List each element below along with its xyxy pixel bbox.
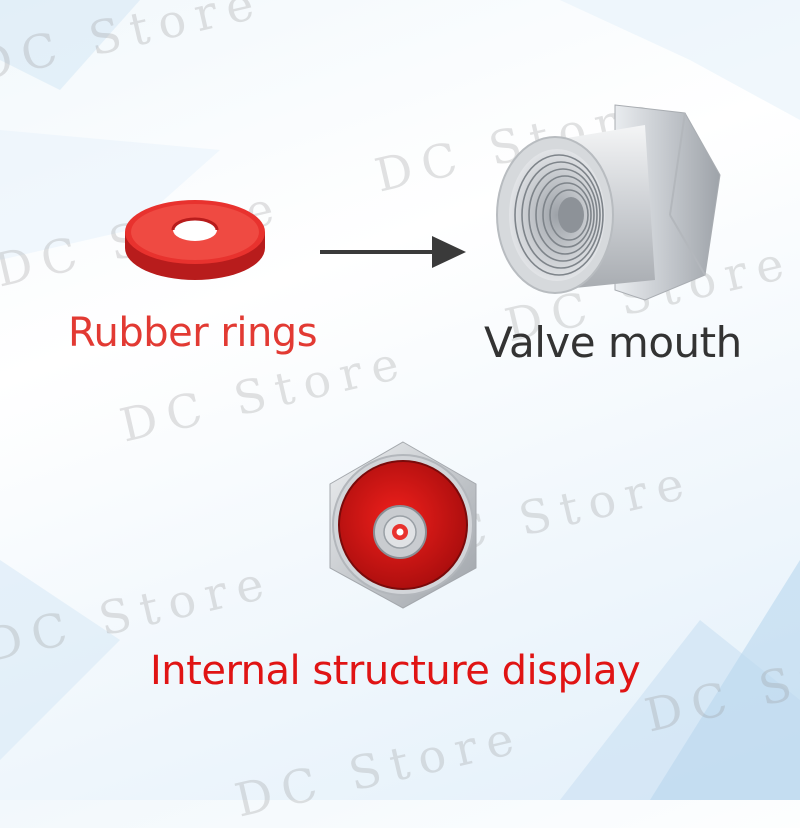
valve-mouth-label: Valve mouth [484,318,742,367]
valve-mouth-image [496,104,721,301]
internal-structure-image [329,441,477,609]
arrow-right-icon [320,236,466,268]
background-pattern [0,0,800,800]
internal-structure-label: Internal structure display [150,648,641,694]
rubber-rings-label: Rubber rings [68,310,318,356]
rubber-ring-image [125,200,265,280]
